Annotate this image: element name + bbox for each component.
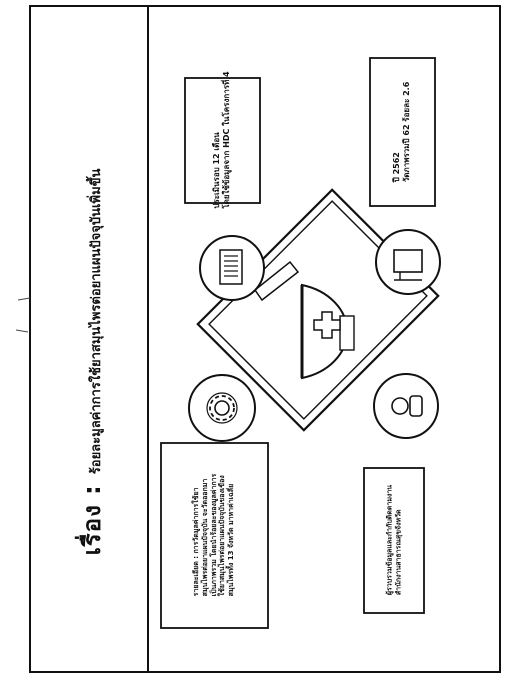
computer-icon [375, 229, 441, 295]
evaluation-box [184, 77, 261, 204]
details-line: สมุนไพรทั้ง 13 จังหวัด มาหาค่าเฉลี่ย [227, 483, 236, 597]
details-line: ใช้ยาสมุนไพรต่อยาแผนปัจจุบันของเขือง [218, 475, 227, 597]
monitor-stand [253, 260, 300, 302]
gear-icon [188, 374, 256, 442]
year-line: วัดภาพรวมปี 62 ร้อยละ 2.6 [402, 81, 411, 183]
evaluation-text: ประเมินรอบ 12 เดือน โดยใช้ข้อมูลจาก HDC … [212, 71, 232, 208]
title-prefix: เรื่อง : [78, 484, 106, 556]
responsible-line: สำนักงานสาธารณสุขจังหวัด [394, 509, 402, 596]
year-box [369, 57, 436, 207]
medical-cross-icon [300, 283, 355, 380]
title-text: ร้อยละมูลค่าการใช้ยาสมุนไพรต่อยาแผนปัจจุ… [89, 168, 104, 475]
person-icon [373, 373, 439, 439]
year-line: ปี 2562 [392, 152, 401, 183]
responsible-line: ผู้รวบรวมข้อมูลและกำกับติดตามงาน [385, 484, 394, 596]
details-line: รายละเอียด : การวัดมูลค่าการใช้ยา [192, 487, 201, 597]
responsible-box [363, 467, 425, 614]
details-line: สมุนไพรต่อยาแผนปัจจุบัน จะวัดออกมา [200, 478, 209, 597]
responsible-text: ผู้รวบรวมข้อมูลและกำกับติดตามงาน สำนักงา… [385, 485, 403, 595]
evaluation-line: โดยใช้ข้อมูลจาก HDC ในโครงการที่ 4 [222, 71, 231, 209]
details-text: รายละเอียด : การวัดมูลค่าการใช้ยา สมุนไพ… [192, 474, 236, 597]
document-icon [199, 235, 265, 301]
details-line: เป็นภาพรวม โดยนำร้อยละของมูลค่าการ [209, 473, 218, 597]
evaluation-line: ประเมินรอบ 12 เดือน [212, 132, 221, 209]
year-text: ปี 2562 วัดภาพรวมปี 62 ร้อยละ 2.6 [392, 82, 412, 183]
page-title: เรื่อง : ร้อยละมูลค่าการใช้ยาสมุนไพรต่อย… [77, 169, 107, 556]
scan-smudge [15, 297, 31, 333]
details-box [160, 442, 269, 629]
page-border [29, 5, 501, 673]
